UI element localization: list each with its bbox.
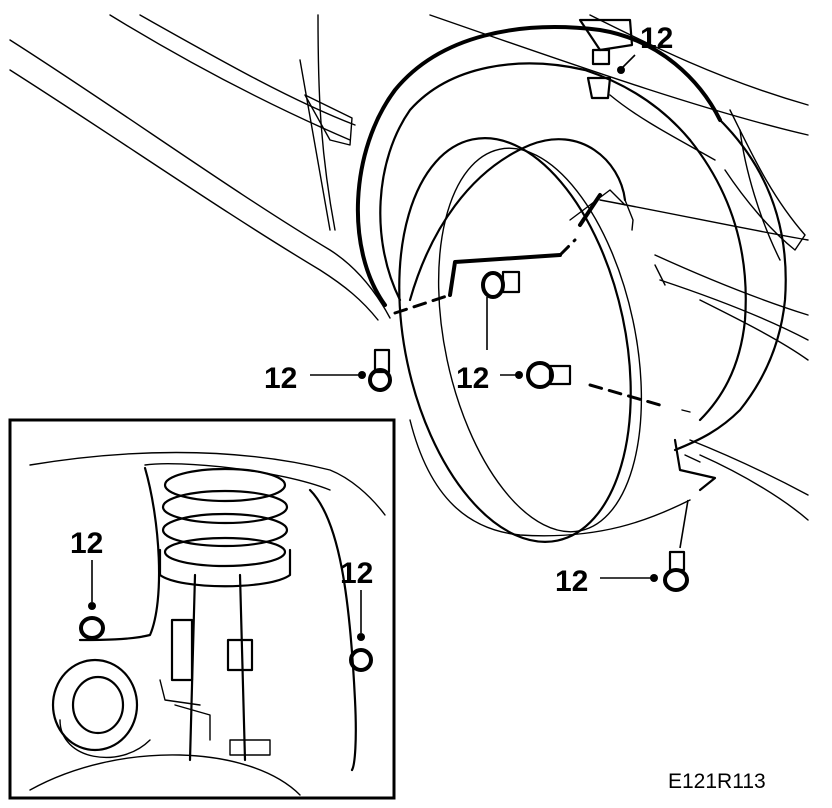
callout-inset-right: 12 xyxy=(340,557,373,590)
callout-left-bolt: 12 xyxy=(264,362,297,395)
callout-bottom-right: 12 xyxy=(555,565,588,598)
wheel-tyre xyxy=(398,137,691,543)
inset-suspension-drawing xyxy=(29,451,386,796)
callout-center-bolt: 12 xyxy=(456,362,489,395)
screw-bottom-right xyxy=(650,499,689,592)
screw-center-upper xyxy=(481,270,521,350)
leader-top xyxy=(621,54,636,69)
screw-left xyxy=(358,348,392,392)
inset-frame xyxy=(8,418,396,800)
wheel-arch-liner xyxy=(355,25,787,492)
figure-id: E121R113 xyxy=(668,770,766,793)
callout-top: 12 xyxy=(640,22,673,55)
screw-center-lower xyxy=(515,361,572,389)
callout-inset-left: 12 xyxy=(70,527,103,560)
